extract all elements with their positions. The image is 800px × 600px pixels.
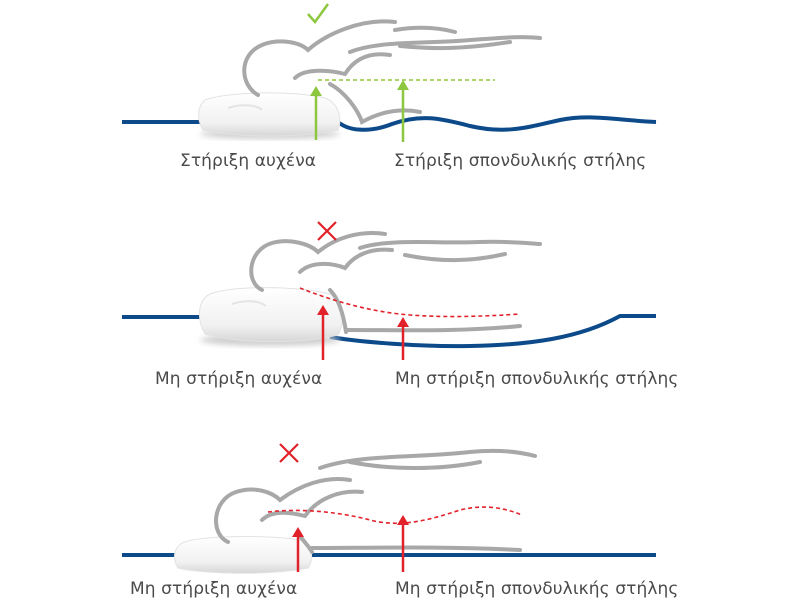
sleeper-silhouette — [249, 231, 542, 334]
neck-unsupported-arrow — [292, 527, 304, 572]
spine-unsupported-arrow — [397, 317, 409, 360]
pillow — [174, 536, 312, 574]
mattress-line — [122, 314, 656, 349]
sagging-spine-line — [299, 287, 521, 318]
neck-support-arrow — [310, 86, 322, 140]
check-icon — [307, 3, 330, 25]
pillow — [198, 287, 343, 346]
spine-unsupported-arrow — [397, 515, 409, 572]
panel-correct — [122, 3, 657, 142]
spine-no-support-label: Μη στήριξη σπονδυλικής στήλης — [395, 369, 679, 389]
panel-incorrect-flat — [122, 443, 656, 574]
neck-no-support-label: Μη στήριξη αυχένα — [130, 579, 298, 599]
pillow — [198, 92, 341, 139]
uneven-spine-line — [267, 506, 523, 525]
cross-icon — [279, 443, 299, 463]
spine-support-label: Στήριξη σπονδυλικής στήλης — [394, 151, 647, 171]
neck-unsupported-arrow — [317, 305, 329, 360]
neck-support-label: Στήριξη αυχένα — [180, 151, 317, 171]
cross-icon — [317, 221, 337, 241]
panel-incorrect-soft — [122, 221, 656, 360]
spine-support-arrow — [397, 80, 409, 142]
sleeper-silhouette — [214, 448, 537, 554]
mattress-line — [122, 115, 657, 132]
neck-no-support-label: Μη στήριξη αυχένα — [155, 369, 323, 389]
spine-no-support-label: Μη στήριξη σπονδυλικής στήλης — [395, 579, 679, 599]
